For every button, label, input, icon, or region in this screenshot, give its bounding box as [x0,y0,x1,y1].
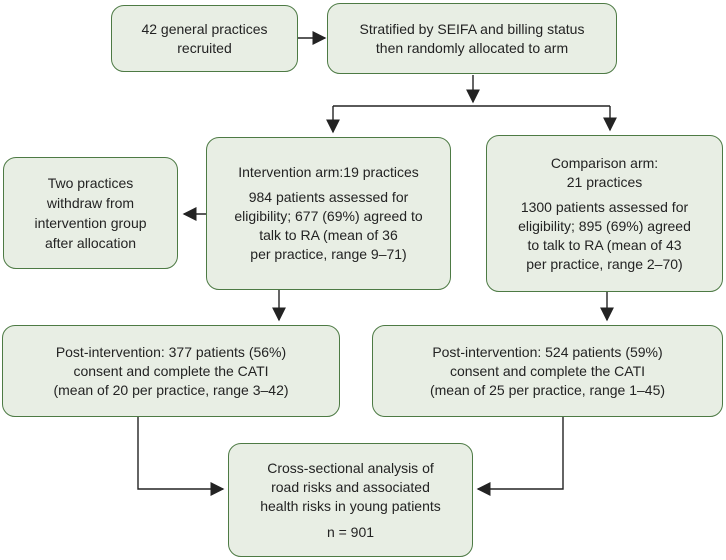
post-left-line: (mean of 20 per practice, range 3–42) [53,381,289,398]
intervention-body-line: talk to RA (mean of 36 [259,227,398,243]
stratified-line: then randomly allocated to arm [375,39,569,56]
analysis-n-label: n = 901 [326,523,375,540]
stratified-line: Stratified by SEIFA and billing status [359,20,585,37]
comparison-heading-line: 21 practices [566,173,643,190]
intervention-heading: Intervention arm:19 practices [238,164,419,180]
recruited-box: 42 general practices recruited [111,5,298,72]
analysis-box: Cross-sectional analysis of road risks a… [228,443,473,557]
withdraw-line: Two practices [47,175,134,191]
withdraw-box: Two practices withdraw from intervention… [3,157,178,269]
comparison-arm-box: Comparison arm: 21 practices 1300 patien… [486,135,723,292]
withdraw-line: after allocation [44,235,137,251]
post-left-line: consent and complete the CATI [73,362,269,379]
post-intervention-right-box: Post-intervention: 524 patients (59%) co… [372,325,723,417]
intervention-body: 984 patients assessed for eligibility; 6… [234,188,422,264]
comparison-body-line: 1300 patients assessed for [520,198,689,215]
post-left-line: Post-intervention: 377 patients (56%) [55,343,287,360]
post-right-line: Post-intervention: 524 patients (59%) [432,343,663,360]
analysis-line: health risks in young patients [260,497,441,514]
intervention-body-line: 984 patients assessed for [248,189,409,205]
comparison-body-line: eligibility; 895 (69%) agreed [518,217,691,234]
withdraw-line: intervention group [34,215,147,231]
intervention-body-line: eligibility; 677 (69%) agreed to [234,208,423,224]
recruited-line: recruited [177,39,232,56]
post-right-line: (mean of 25 per practice, range 1–45) [429,381,666,398]
withdraw-line: withdraw from [46,195,135,211]
post-intervention-left-box: Post-intervention: 377 patients (56%) co… [2,325,340,417]
recruited-line: 42 general practices [141,20,268,37]
post-right-line: consent and complete the CATI [449,362,646,379]
arrow-post-left-to-analysis [137,417,225,496]
comparison-heading-line: Comparison arm: [550,154,659,171]
analysis-line: road risks and associated [271,478,430,495]
intervention-arm-box: Intervention arm:19 practices 984 patien… [206,137,451,290]
comparison-body-line: to talk to RA (mean of 43 [527,236,682,253]
analysis-line: Cross-sectional analysis of [267,459,434,476]
comparison-body-line: per practice, range 2–70) [526,255,683,272]
intervention-body-line: per practice, range 9–71) [250,246,407,262]
stratified-box: Stratified by SEIFA and billing status t… [327,3,617,74]
comparison-body: 1300 patients assessed for eligibility; … [518,198,691,274]
arrow-post-right-to-analysis [476,417,564,496]
